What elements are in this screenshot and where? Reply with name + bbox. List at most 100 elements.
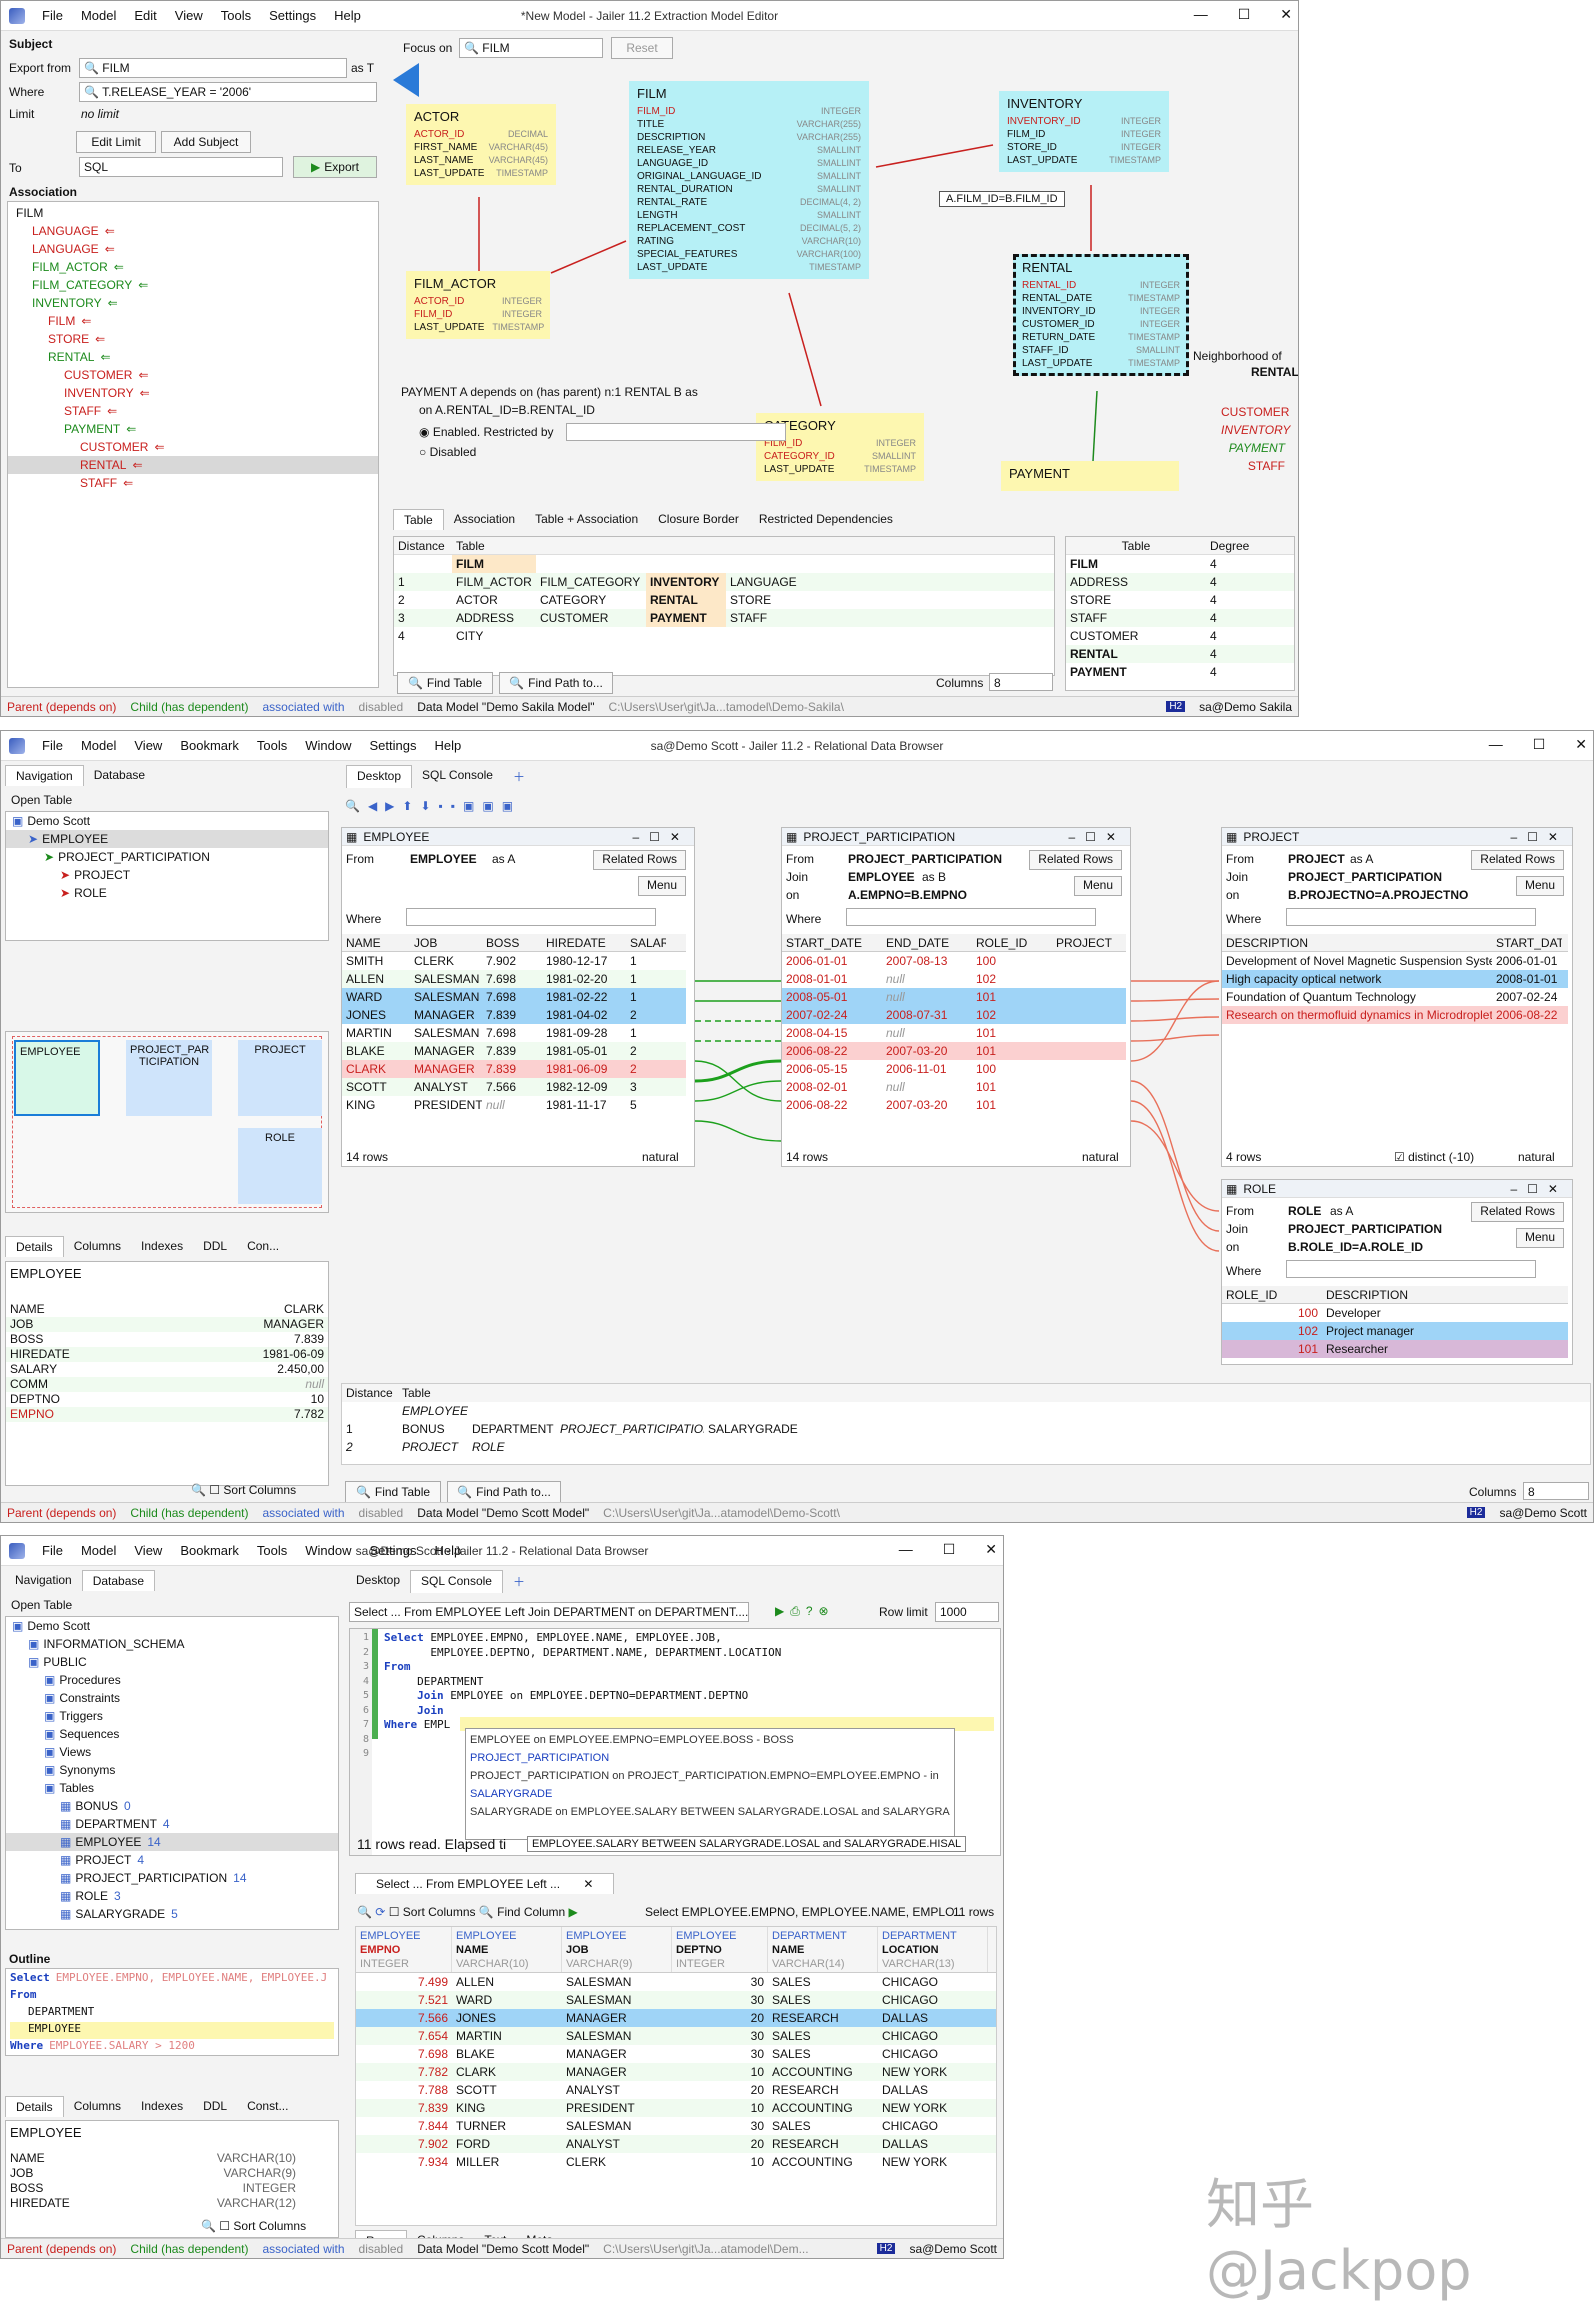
menu-item[interactable]: Bookmark (180, 1543, 239, 1558)
minimize-icon[interactable]: — (898, 1541, 913, 1557)
menu-item[interactable]: Model (80, 1543, 117, 1558)
add-subject-button[interactable]: Add Subject (161, 131, 251, 153)
tree-node[interactable]: CUSTOMER⇐ (8, 366, 378, 384)
refresh-icon[interactable]: ⟳ (375, 1905, 386, 1919)
column-header[interactable]: ROLE_ID (976, 936, 1028, 950)
database-tree[interactable]: ▣Demo Scott▣INFORMATION_SCHEMA▣PUBLIC▣Pr… (5, 1616, 339, 1930)
edit-limit-button[interactable]: Edit Limit (76, 131, 156, 153)
project-frame[interactable]: ▦PROJECT–☐✕ From PROJECT as A Join PROJE… (1221, 827, 1573, 1167)
where-input[interactable] (1286, 908, 1536, 926)
tree-node[interactable]: FILM⇐ (8, 312, 378, 330)
tree-node[interactable]: PAYMENT⇐ (8, 420, 378, 438)
menu-item[interactable]: Model (80, 738, 117, 753)
restriction-input[interactable] (566, 423, 786, 441)
detail-tab[interactable]: Const... (247, 2099, 289, 2113)
tree-node[interactable]: LANGUAGE⇐ (8, 240, 378, 258)
column-header[interactable]: NAME (346, 936, 381, 950)
tree-node[interactable]: ▣Sequences (6, 1725, 338, 1743)
detail-tab[interactable]: Indexes (141, 2099, 184, 2113)
tab-sql-console[interactable]: SQL Console (410, 1570, 503, 1593)
query-history-select[interactable]: Select ... From EMPLOYEE Left Join DEPAR… (349, 1602, 749, 1622)
frame-controls[interactable]: –☐✕ (1510, 1181, 1568, 1196)
column-header[interactable]: END_DATE (886, 936, 950, 950)
tree-node[interactable]: ▣Triggers (6, 1707, 338, 1725)
distance-row[interactable]: EMPLOYEE (342, 1402, 1590, 1420)
tree-node[interactable]: INVENTORY⇐ (8, 384, 378, 402)
detail-tab[interactable]: Con... (247, 1239, 280, 1253)
open-table-button[interactable]: Open Table (11, 1598, 73, 1612)
tree-node[interactable]: ➤PROJECT_PARTICIPATION (6, 848, 328, 866)
close-icon[interactable]: ✕ (1280, 6, 1292, 22)
column-header[interactable]: DESCRIPTION (1326, 1288, 1409, 1302)
completion-item[interactable]: SALARYGRADE (470, 1788, 553, 1800)
outline-row[interactable]: From (10, 1988, 334, 2005)
tree-node[interactable]: ▣Constraints (6, 1689, 338, 1707)
maximize-icon[interactable]: ☐ (942, 1541, 956, 1557)
tree-node[interactable]: INVENTORY⇐ (8, 294, 378, 312)
where-input[interactable] (846, 908, 1096, 926)
tree-node[interactable]: ▣Procedures (6, 1671, 338, 1689)
close-icon[interactable]: ✕ (1575, 736, 1587, 752)
minimize-icon[interactable]: — (1488, 736, 1503, 752)
tree-node[interactable]: STAFF⇐ (8, 474, 378, 492)
frame-controls[interactable]: –☐✕ (632, 829, 690, 844)
back-arrow-icon[interactable] (393, 63, 419, 97)
disabled-radio[interactable]: ○ Disabled (419, 445, 476, 459)
maximize-icon[interactable]: ☐ (1237, 6, 1251, 22)
menu-item[interactable]: Model (80, 8, 117, 23)
tree-node[interactable]: RENTAL⇐ (8, 456, 378, 474)
column-header[interactable]: BOSS (486, 936, 520, 950)
minimize-icon[interactable]: — (1193, 6, 1208, 22)
related-rows-button[interactable]: Related Rows (1471, 850, 1564, 870)
tree-node[interactable]: FILM_ACTOR⇐ (8, 258, 378, 276)
tree-node[interactable]: LANGUAGE⇐ (8, 222, 378, 240)
menu-button[interactable]: Menu (637, 876, 686, 896)
detail-tab[interactable]: Details (5, 2096, 64, 2117)
closure-tab[interactable]: Association (453, 512, 516, 526)
menu-item[interactable]: Help (334, 8, 361, 23)
grid-row[interactable]: Research on thermofluid dynamics in Micr… (1222, 1006, 1568, 1024)
mini-map[interactable]: EMPLOYEE PROJECT_PAR TICIPATION PROJECT … (5, 1031, 329, 1213)
mini-role[interactable]: ROLE (238, 1128, 322, 1204)
frame-controls[interactable]: –☐✕ (1068, 829, 1126, 844)
